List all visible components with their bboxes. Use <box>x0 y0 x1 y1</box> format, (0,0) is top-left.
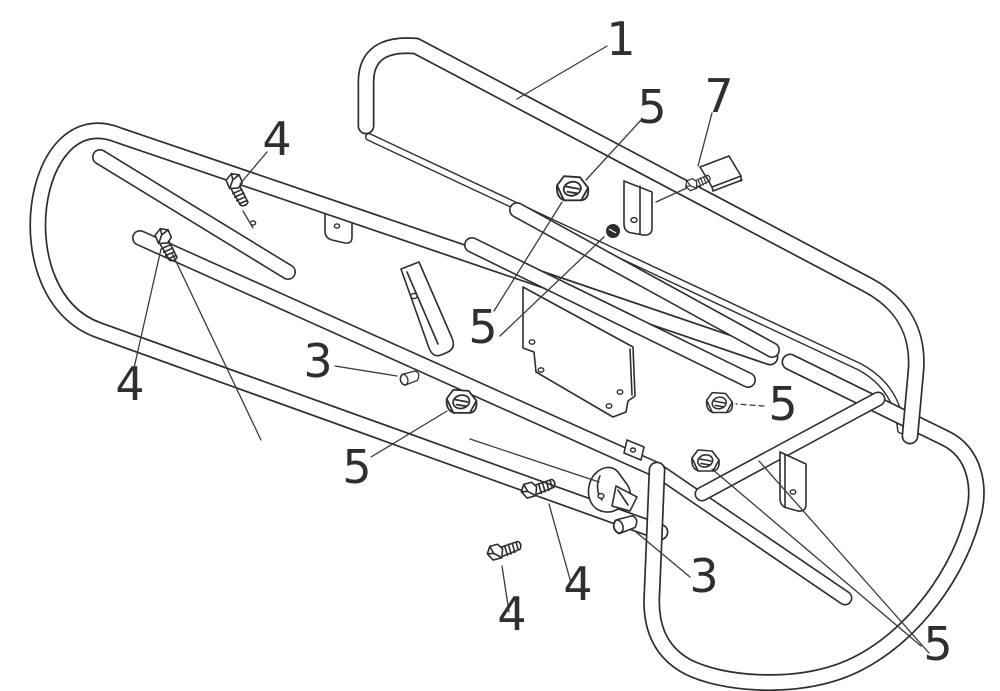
corner-bend-tube <box>649 462 853 606</box>
nut-right-upper <box>705 391 734 414</box>
callout-5-mid: 5 <box>468 300 497 354</box>
nut-right-lower <box>691 449 720 472</box>
callout-4-upper: 4 <box>262 112 291 166</box>
corner-mini-bracket <box>623 439 645 461</box>
upper-cross-tube <box>509 202 780 358</box>
middle-cross-tube <box>132 230 665 478</box>
small-dark-nut <box>606 224 620 238</box>
callout-1: 1 <box>606 12 635 66</box>
top-rail-tube <box>357 37 925 445</box>
inner-right-tube <box>694 391 886 502</box>
mount-plate-part7 <box>699 155 743 192</box>
bottom-right-loop-tube <box>643 353 985 691</box>
callout-5-top: 5 <box>637 80 666 134</box>
callout-labels: 1 4 5 7 5 3 4 5 5 3 4 4 5 <box>115 12 952 671</box>
hanging-tab-bracket <box>623 180 653 236</box>
callout-5-left: 5 <box>342 440 371 494</box>
callout-4-left: 4 <box>115 357 144 411</box>
left-cross-bar-tube <box>92 149 296 280</box>
callout-4-bottom-a: 4 <box>563 557 592 611</box>
center-column-bracket <box>400 261 455 357</box>
callout-5-right: 5 <box>768 377 797 431</box>
bolt-axis-line <box>655 186 690 203</box>
right-tab-bracket <box>779 451 807 512</box>
nut-top-center <box>556 175 590 202</box>
bolt-axis-line <box>242 210 254 229</box>
left-tab-bracket <box>324 208 353 244</box>
spacer-left <box>398 368 422 387</box>
callout-4-bottom-b: 4 <box>497 587 526 641</box>
callout-3-left: 3 <box>303 334 332 388</box>
center-plate <box>522 286 636 418</box>
lower-cross-tube <box>464 237 756 388</box>
callout-3-right: 3 <box>689 549 718 603</box>
bolt-bottom-b <box>484 534 524 563</box>
perimeter-rail-and-left-loop <box>29 122 779 541</box>
leader-lines <box>133 45 930 654</box>
callout-5-bottom: 5 <box>923 617 952 671</box>
saddle-clamp <box>587 466 638 513</box>
callout-7: 7 <box>704 69 733 123</box>
